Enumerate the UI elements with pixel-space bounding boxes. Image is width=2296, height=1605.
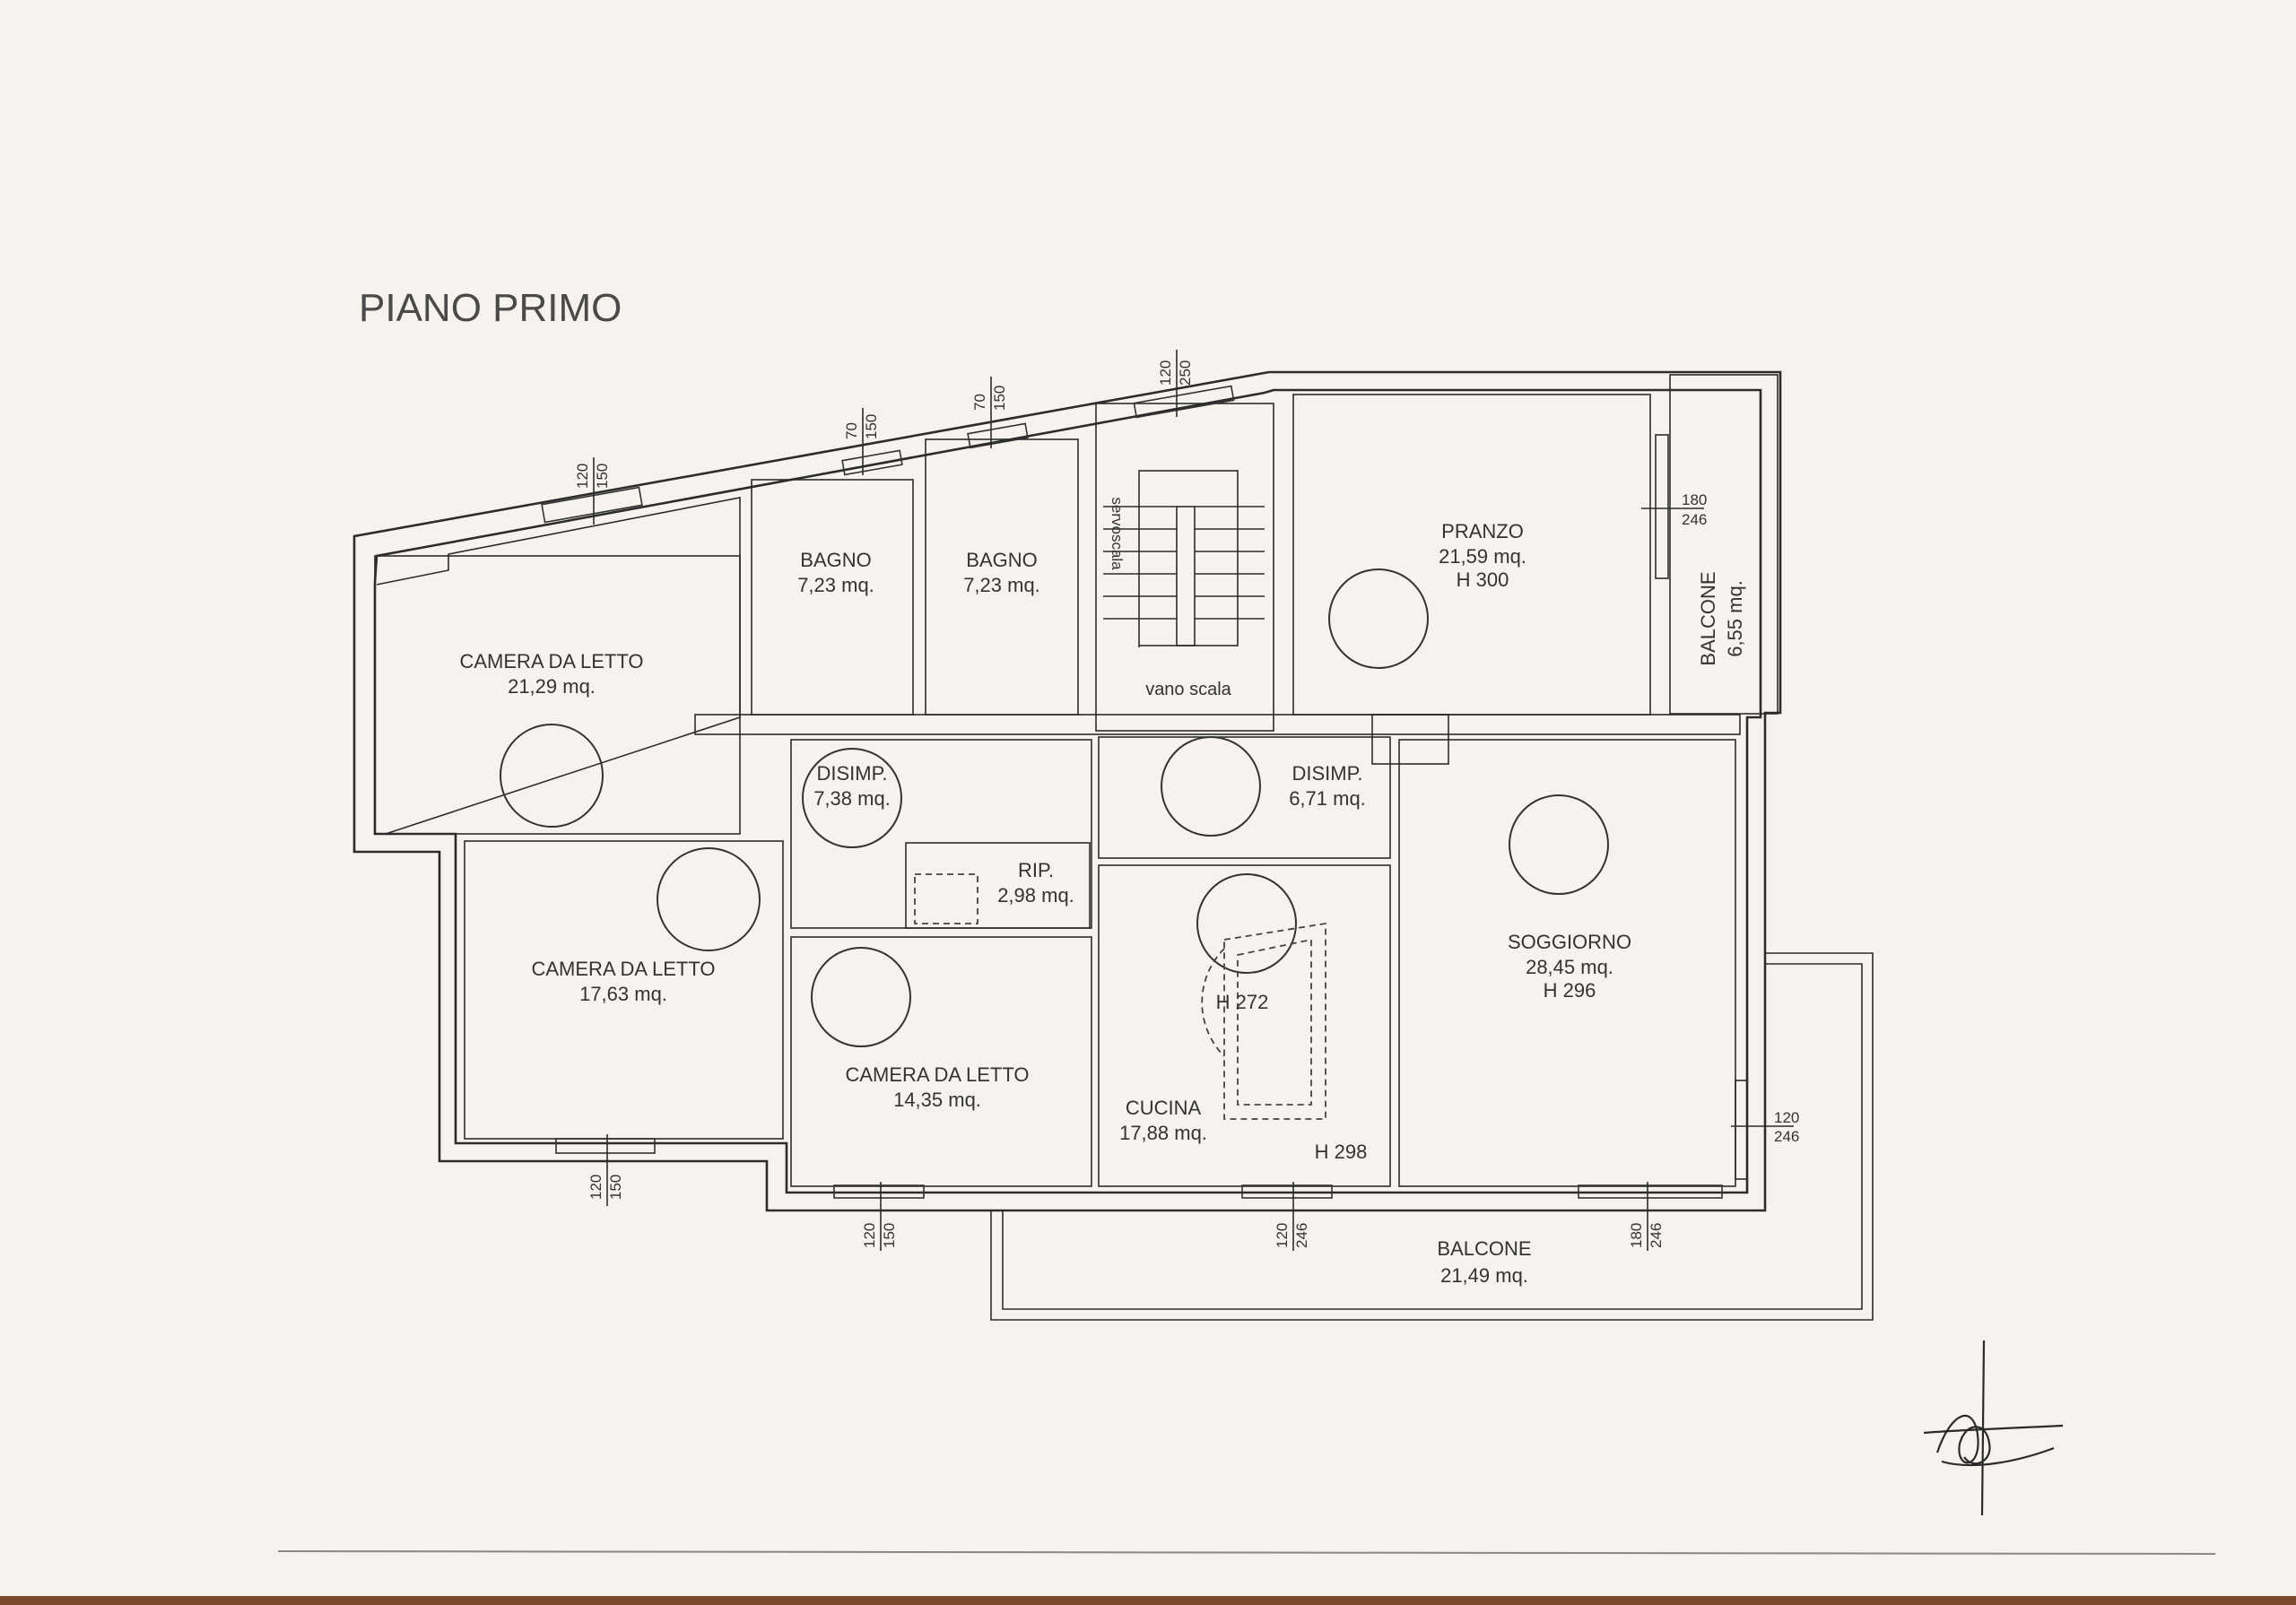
room-area: 21,49 mq. (1440, 1264, 1528, 1287)
cucina-turning-circle (1196, 873, 1297, 974)
room-area: 21,29 mq. (508, 675, 596, 698)
room-name: DISIMP. (1292, 762, 1362, 785)
room-area: 7,38 mq. (813, 787, 891, 810)
window-dim-w: 120 (1274, 1223, 1291, 1248)
disimp1-turning-circle (802, 748, 902, 848)
room-area: 7,23 mq. (797, 574, 874, 596)
window-dim-w: 120 (861, 1223, 878, 1248)
room-name: BALCONE (1697, 571, 1719, 665)
disimp2-turning-circle (1161, 736, 1261, 837)
room-area: 17,63 mq. (579, 983, 667, 1005)
balcone-large-outline (990, 952, 1874, 1321)
camera3-turning-circle (811, 947, 911, 1047)
window-dim-h: 246 (1293, 1223, 1310, 1248)
room-labels: CAMERA DA LETTO 21,29 mq. BAGNO 7,23 mq.… (460, 497, 1746, 1287)
room-name: BAGNO (800, 549, 871, 571)
pranzo-window-frame (1655, 434, 1669, 579)
window-dim-w: 70 (843, 422, 860, 439)
room-area: 6,71 mq. (1289, 787, 1366, 810)
sheet-bottom-rule (277, 1550, 2216, 1555)
outer-wall (352, 370, 1782, 1212)
window-dims: 120 150 70 150 70 150 120 250 180 246 (574, 350, 1799, 1251)
room-height: H 298 (1315, 1141, 1368, 1163)
camera1-room (374, 555, 741, 835)
room-area: 28,45 mq. (1526, 956, 1613, 978)
soggiorno-turning-circle (1509, 794, 1609, 895)
window-dim-h: 150 (594, 464, 611, 489)
room-area: 17,88 mq. (1119, 1122, 1207, 1144)
balcone-small-outline (1669, 374, 1779, 715)
room-area: 14,35 mq. (893, 1089, 981, 1111)
kitchen-island-dashed (1223, 922, 1326, 1120)
room-name: BALCONE (1437, 1237, 1531, 1260)
servoscala-label: servoscala (1109, 497, 1126, 570)
window-dim-h: 150 (881, 1223, 898, 1248)
window-dim-w: 180 (1628, 1223, 1645, 1248)
window-dim-w: 120 (574, 464, 591, 489)
soggiorno-window-frame (1735, 1080, 1748, 1180)
window-dim-w: 120 (1774, 1109, 1799, 1126)
camera2-turning-circle (657, 847, 761, 951)
room-name: CAMERA DA LETTO (460, 650, 644, 672)
table-edge (0, 1596, 2296, 1605)
camera3-room (790, 936, 1092, 1187)
wall-windows (541, 385, 1723, 1199)
corridor-wall-top (694, 714, 1741, 735)
window-dim-h: 250 (1177, 360, 1194, 386)
window-dim-h: 150 (991, 386, 1008, 411)
window-dim-h: 246 (1648, 1223, 1665, 1248)
inner-outline (373, 388, 1762, 1194)
signature-icon (1923, 1340, 2064, 1516)
soggiorno-room (1398, 739, 1736, 1187)
balcone-large-inner (1002, 963, 1863, 1310)
kitchen-curve-dashed (1201, 948, 1225, 1057)
window-dim-h: 246 (1774, 1128, 1799, 1145)
rip-fixture (914, 873, 978, 924)
room-name: RIP. (1018, 859, 1054, 881)
room-name: CAMERA DA LETTO (846, 1063, 1030, 1086)
floor-plan: 120 150 70 150 70 150 120 250 180 246 (352, 350, 1874, 1321)
page-title: PIANO PRIMO (359, 286, 622, 330)
room-name: BAGNO (966, 549, 1037, 571)
room-name: CUCINA (1126, 1097, 1202, 1119)
stair-treads (1103, 470, 1265, 647)
room-area: 7,23 mq. (963, 574, 1040, 596)
stair-label: vano scala (1145, 680, 1231, 699)
room-area: 2,98 mq. (997, 884, 1074, 907)
room-name: CAMERA DA LETTO (532, 958, 716, 980)
window-dim-w: 180 (1682, 491, 1707, 508)
stair-room (1095, 403, 1274, 732)
window-dim-w: 70 (971, 394, 988, 411)
room-name: PRANZO (1441, 520, 1524, 542)
room-area: 6,55 mq. (1724, 580, 1746, 657)
camera1-turning-circle (500, 724, 604, 828)
rip-room (905, 842, 1091, 929)
room-area: 21,59 mq. (1439, 545, 1526, 568)
hood-height: H 272 (1216, 991, 1269, 1013)
disimp2-room (1098, 736, 1391, 859)
cucina-room (1098, 864, 1391, 1187)
camera1-walls (376, 497, 741, 835)
room-height: H 300 (1457, 568, 1509, 591)
window-dim-h: 246 (1682, 511, 1707, 528)
room-name: DISIMP. (816, 762, 887, 785)
room-name: SOGGIORNO (1508, 931, 1631, 953)
window-dim-h: 150 (863, 414, 880, 439)
room-height: H 296 (1544, 979, 1596, 1002)
window-dim-w: 120 (587, 1175, 604, 1200)
window-dim-h: 150 (607, 1175, 624, 1200)
pranzo-turning-circle (1328, 568, 1429, 669)
window-dim-w: 120 (1157, 360, 1174, 386)
